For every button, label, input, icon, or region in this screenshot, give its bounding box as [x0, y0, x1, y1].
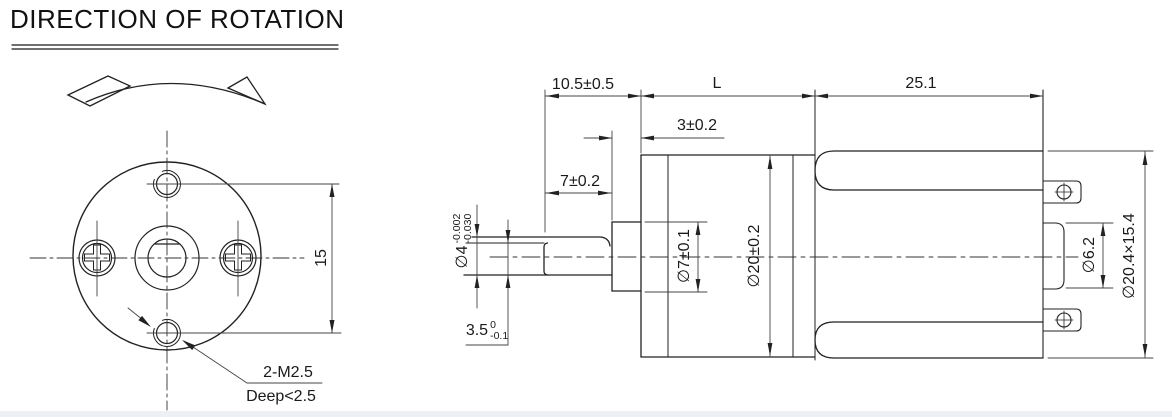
dim-motor-diameter — [1047, 150, 1154, 359]
dim-label-boss-length: 3±0.2 — [677, 117, 717, 134]
dim-label-gearbox-length: L — [712, 75, 722, 92]
dim-length-chain — [544, 89, 1044, 233]
phillips-cross-icon — [84, 244, 110, 271]
leader-tapped-holes — [127, 307, 323, 384]
shaft-diameter-lower-tolerance: -0.030 — [462, 213, 474, 244]
flat-height-lower-tolerance: -0.1 — [490, 330, 509, 342]
title-underline — [11, 44, 339, 50]
dim-boss-diameter — [644, 221, 708, 293]
dim-label-shaft-flat-length: 7±0.2 — [560, 173, 600, 190]
gearbox-body — [640, 89, 816, 361]
dim-hole-spacing — [146, 183, 342, 334]
front-boss — [611, 221, 642, 292]
side-view — [463, 89, 1154, 361]
leader-label-thread: 2-M2.5 — [263, 364, 313, 381]
left-screw — [78, 220, 116, 297]
front-view-centerlines — [29, 130, 305, 411]
dim-boss-length — [583, 130, 725, 221]
dim-shaft-flat-length — [544, 190, 613, 196]
page-title: DIRECTION OF ROTATION — [10, 4, 345, 34]
shaft-diameter-value: ∅4 — [454, 245, 471, 269]
motor-body — [814, 89, 1044, 359]
front-view — [29, 75, 342, 411]
dim-shaft-diameter — [474, 204, 480, 309]
output-shaft — [463, 236, 613, 276]
dim-gearbox-diameter — [767, 154, 773, 358]
rear-boss — [1042, 222, 1065, 290]
top-terminal — [1042, 180, 1082, 204]
dim-rear-boss-diameter — [1065, 222, 1114, 289]
dim-label-hole-spacing: 15 — [313, 249, 330, 267]
right-screw — [219, 220, 257, 297]
dim-label-motor-diameter: ∅20.4×15.4 — [1121, 213, 1138, 299]
rotation-direction-arrow-icon — [66, 75, 267, 107]
bottom-terminal — [1042, 308, 1082, 332]
dim-flat-height — [465, 219, 511, 346]
dim-label-flat-height: 3.5 0 -0.1 — [465, 318, 509, 342]
flat-height-value: 3.5 — [465, 322, 489, 339]
footer-strip — [0, 411, 1172, 417]
phillips-cross-icon — [225, 244, 251, 271]
dim-label-shaft-extension: 10.5±0.5 — [551, 76, 615, 93]
leader-label-depth: Deep<2.5 — [246, 388, 316, 405]
flat-height-upper-tolerance: 0 — [490, 318, 496, 331]
dim-label-rear-boss-diameter: ∅6.2 — [1081, 236, 1098, 274]
dim-label-motor-length: 25.1 — [905, 75, 937, 92]
dim-label-shaft-diameter: ∅4 -0.002 -0.030 — [451, 213, 474, 269]
dim-label-gearbox-diameter: ∅20±0.2 — [746, 224, 763, 288]
dim-label-boss-diameter: ∅7±0.1 — [676, 229, 693, 283]
